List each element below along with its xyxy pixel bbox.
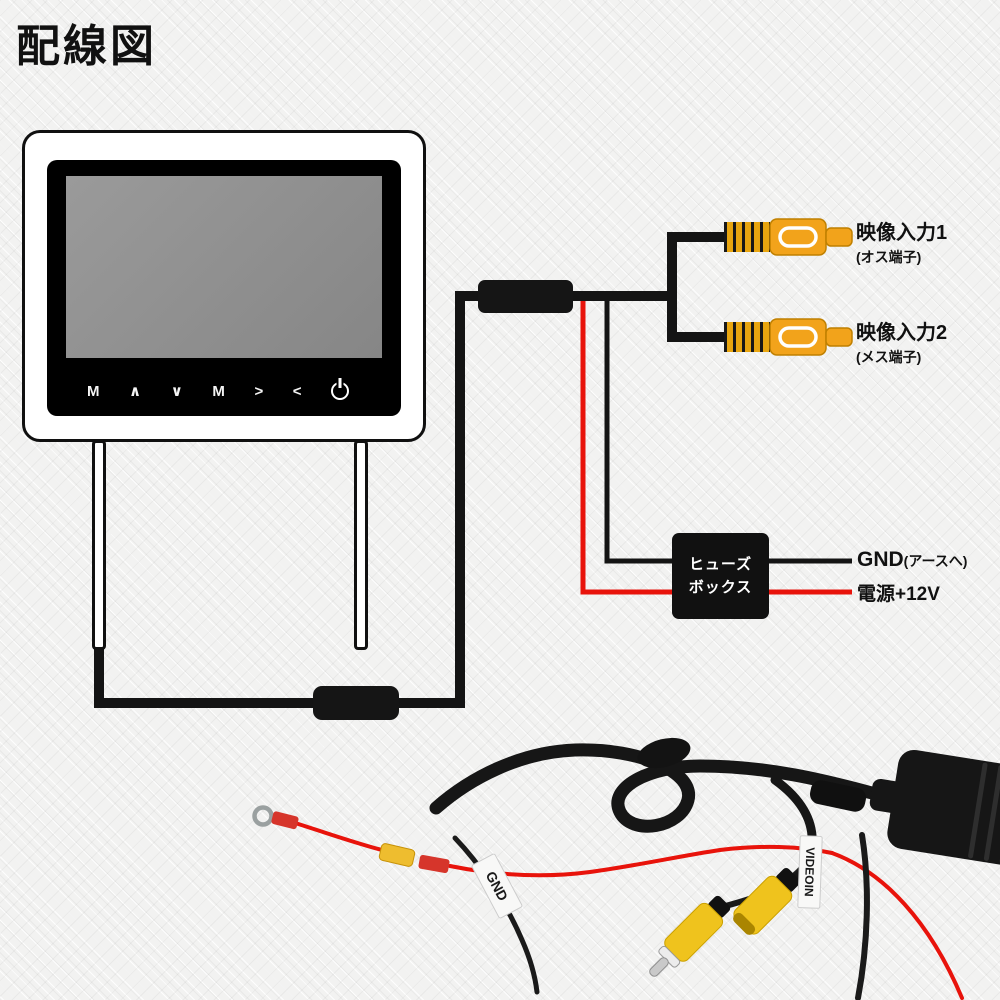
label-video-input-2: 映像入力2 (メス端子) <box>856 322 947 367</box>
photo-red-sleeve-1 <box>271 811 299 830</box>
monitor-button-menu-1: M <box>87 382 100 400</box>
photo-tag-gnd: GND <box>471 853 523 919</box>
photo-yellow-splice <box>378 843 416 867</box>
photo-tag-videoin: VIDEOIN <box>797 835 823 909</box>
fuse-box: ヒューズ ボックス <box>672 533 769 619</box>
page-title: 配線図 <box>16 21 157 72</box>
label-video-input-2-terminal: (メス端子) <box>856 349 922 365</box>
label-video-input-1-terminal: (オス端子) <box>856 249 922 265</box>
ferrite-bead-bottom <box>313 686 399 720</box>
monitor-button-prev: < <box>292 382 302 400</box>
photo-barrel-joint <box>809 780 867 812</box>
fuse-box-label-line1: ヒューズ <box>688 555 753 573</box>
photo-black-wire-1 <box>452 835 540 995</box>
monitor-bezel: M ∧ ∨ M > < <box>47 160 401 416</box>
photo-cable-knot <box>637 737 691 769</box>
rca-plug-video2 <box>722 317 854 357</box>
monitor-button-up: ∧ <box>129 383 142 400</box>
fuse-box-label-line2: ボックス <box>688 579 753 596</box>
ferrite-bead-top <box>478 280 573 313</box>
cable-photo: GND VIDEOIN <box>252 737 1000 1000</box>
monitor-illustration: M ∧ ∨ M > < <box>22 130 426 442</box>
photo-tag-videoin-text: VIDEOIN <box>802 847 818 897</box>
label-gnd-note: (アースへ) <box>903 553 968 569</box>
label-video-input-2-title: 映像入力2 <box>856 322 948 344</box>
monitor-screen <box>66 176 382 358</box>
photo-red-wire-2 <box>448 844 834 878</box>
wire-gnd-drop <box>604 298 690 564</box>
monitor-stand-left <box>92 440 106 650</box>
photo-red-sleeve-2 <box>418 854 450 874</box>
wire-12v-drop <box>580 298 690 595</box>
power-icon <box>331 382 349 400</box>
photo-rca-male <box>649 895 731 977</box>
monitor-stand-right <box>354 440 368 650</box>
monitor-button-down: ∨ <box>170 383 183 400</box>
photo-red-wire-1 <box>290 820 384 852</box>
rca-plug-video1 <box>722 217 854 257</box>
label-video-input-1-title: 映像入力1 <box>856 222 948 244</box>
photo-control-box <box>869 749 1000 868</box>
label-gnd-title: GND <box>857 548 904 571</box>
monitor-button-menu-2: M <box>212 382 225 400</box>
photo-rca-female <box>733 867 801 935</box>
photo-black-wire-2 <box>855 832 870 1000</box>
photo-ring-terminal <box>252 805 274 827</box>
label-power-12v: 電源+12V <box>857 579 940 606</box>
label-gnd: GND(アースへ) <box>857 548 967 572</box>
label-video-input-1: 映像入力1 (オス端子) <box>856 222 947 267</box>
label-power-12v-text: 電源+12V <box>857 584 940 605</box>
photo-red-wire-3 <box>830 851 964 1000</box>
monitor-button-next: > <box>254 382 264 400</box>
schematic-wires <box>94 232 852 720</box>
monitor-button-row: M ∧ ∨ M > < <box>87 378 349 404</box>
